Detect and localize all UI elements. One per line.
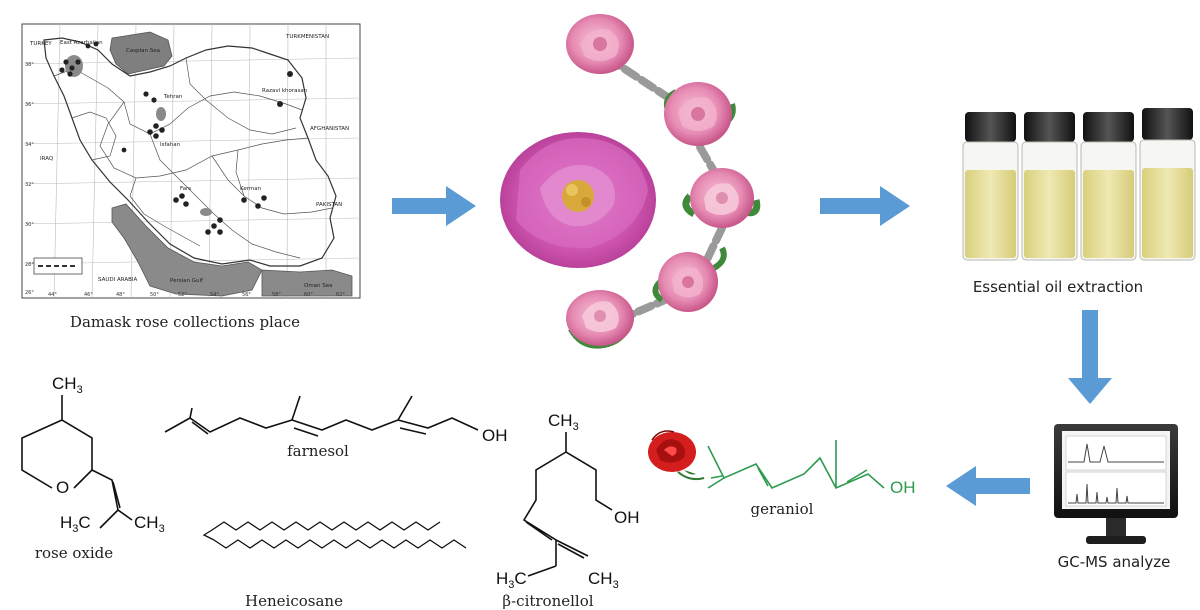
svg-text:62°: 62° (336, 292, 345, 298)
vial-4 (1139, 108, 1196, 261)
svg-text:60°: 60° (304, 292, 313, 298)
chromatogram-1 (1068, 443, 1164, 463)
geraniol-label: geraniol (751, 500, 814, 518)
svg-text:56°: 56° (242, 292, 251, 298)
citronellol-ch3-right: CH3 (588, 569, 619, 591)
arrow-map-to-roses (392, 186, 476, 226)
svg-text:52°: 52° (178, 292, 187, 298)
label-fars: Fars (180, 186, 191, 192)
arrow-gcms-to-geraniol (946, 466, 1030, 506)
gcms-computer (1054, 424, 1178, 544)
farnesol-oh: OH (482, 426, 508, 445)
rose-oxide-structure (21, 395, 133, 529)
fars-highlight (200, 208, 212, 216)
label-iraq: IRAQ (40, 156, 54, 162)
gcms-label: GC-MS analyze (1058, 553, 1171, 571)
svg-text:32°: 32° (25, 182, 34, 188)
farnesol-structure (164, 395, 479, 437)
extraction-label: Essential oil extraction (973, 278, 1143, 296)
rose-5 (566, 290, 634, 349)
label-isfahan: Isfahan (160, 142, 181, 148)
citronellol-structure (522, 432, 613, 577)
rose-4 (652, 246, 727, 312)
citronellol-ch3: CH3 (548, 411, 579, 433)
label-caspian: Caspian Sea (126, 48, 160, 54)
svg-text:48°: 48° (116, 292, 125, 298)
heneicosane-structure (202, 521, 467, 549)
rose-oxide-ch3-right: CH3 (134, 513, 165, 535)
svg-text:30°: 30° (25, 222, 34, 228)
svg-text:50°: 50° (150, 292, 159, 298)
monitor-neck (1106, 518, 1126, 538)
farnesol-label: farnesol (287, 442, 349, 460)
heneicosane-label: Heneicosane (245, 592, 343, 610)
oman-sea (261, 269, 353, 297)
iran-outline (43, 37, 337, 267)
rose-oxide-label: rose oxide (35, 544, 113, 562)
lon-ticks: 44° 46° 48° 50° 52° 54° 56° 58° 60° 62° (48, 292, 345, 298)
province-borders (53, 57, 333, 259)
collection-points (59, 41, 293, 235)
svg-text:26°: 26° (25, 290, 34, 296)
citronellol-h3c: H3C (496, 569, 527, 591)
persian-gulf (111, 203, 263, 297)
svg-text:36°: 36° (25, 102, 34, 108)
svg-text:58°: 58° (272, 292, 281, 298)
oil-vials (962, 108, 1196, 261)
svg-text:46°: 46° (84, 292, 93, 298)
red-rose-icon (648, 430, 705, 481)
rose-2 (663, 82, 736, 146)
svg-text:28°: 28° (25, 262, 34, 268)
vial-1 (962, 112, 1019, 261)
arrow-roses-to-oil (820, 186, 910, 226)
monitor-base (1086, 536, 1146, 544)
label-saudi: SAUDI ARABIA (98, 277, 138, 283)
citronellol-oh: OH (614, 508, 640, 527)
rose-3 (682, 168, 761, 228)
svg-text:54°: 54° (210, 292, 219, 298)
geraniol-oh: OH (890, 478, 916, 497)
lat-ticks: 38° 36° 34° 32° 30° 28° 26° (25, 62, 34, 296)
label-persian-gulf: Persian Gulf (170, 278, 204, 284)
label-afghanistan: AFGHANISTAN (310, 126, 349, 132)
caspian-sea (109, 31, 173, 75)
rose-1 (566, 14, 634, 74)
geraniol-structure (707, 440, 885, 490)
map-caption: Damask rose collections place (70, 313, 300, 331)
vial-3 (1080, 112, 1137, 261)
chromatogram-2 (1068, 483, 1164, 504)
vial-2 (1021, 112, 1078, 261)
rose-oxide-ch3: CH3 (52, 374, 83, 396)
citronellol-label: β-citronellol (502, 592, 593, 610)
label-tehran: Tehran (163, 94, 183, 100)
arrow-oil-to-gcms (1068, 310, 1112, 404)
rose-oxide-h3c: H3C (60, 513, 91, 535)
rose-chain (500, 14, 761, 349)
tehran-highlight (156, 107, 166, 121)
label-oman: Oman Sea (304, 283, 333, 289)
rose-oxide-o: O (56, 478, 69, 497)
rose-chain-links (604, 54, 726, 320)
label-pakistan: PAKISTAN (316, 202, 342, 208)
big-damask-rose (500, 132, 656, 268)
svg-text:38°: 38° (25, 62, 34, 68)
svg-text:44°: 44° (48, 292, 57, 298)
iran-map: TURKEY East Azarbaijan Caspian Sea TURKM… (21, 23, 361, 299)
svg-text:34°: 34° (25, 142, 34, 148)
label-turkmenistan: TURKMENISTAN (285, 34, 329, 40)
label-turkey: TURKEY (29, 41, 52, 47)
label-kerman: Kerman (240, 186, 262, 192)
label-east-azarbaijan: East Azarbaijan (60, 40, 103, 46)
label-razavi: Razavi khorasan (262, 88, 308, 94)
